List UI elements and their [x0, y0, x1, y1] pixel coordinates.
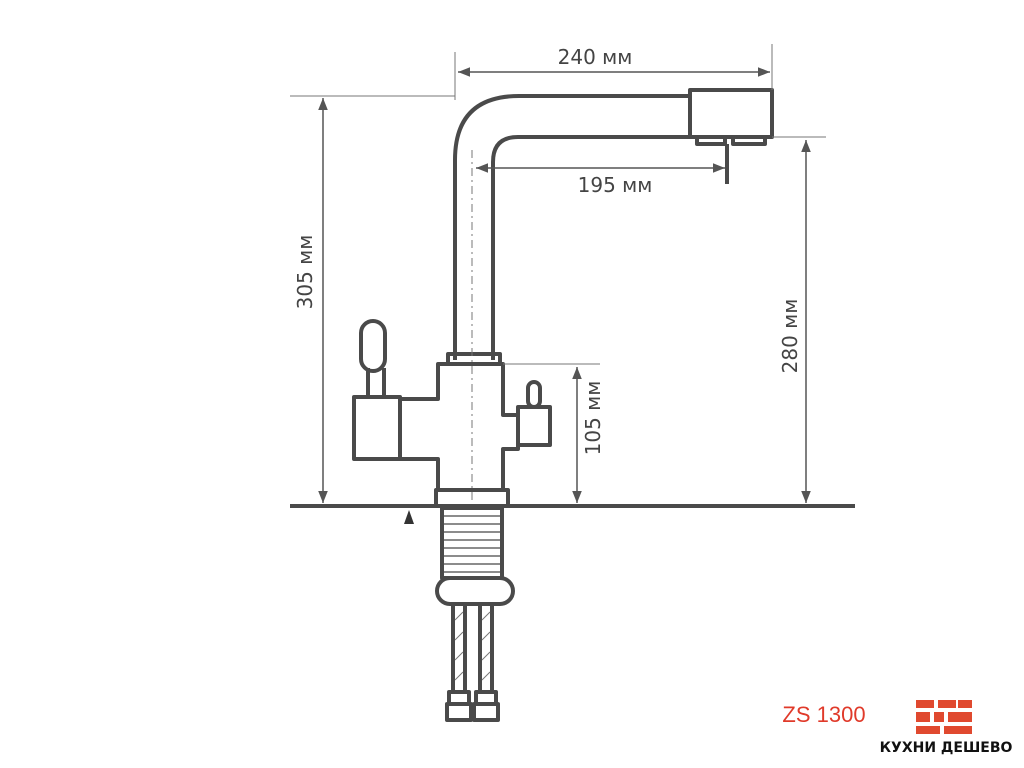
dimension-lines: [318, 67, 811, 503]
shank-nut: [435, 576, 515, 606]
hose-fitting-left: [445, 690, 473, 722]
brand-name: КУХНИ ДЕШЕВО: [880, 740, 1013, 756]
spout-nozzles: [695, 137, 767, 146]
dim-label-280: 280 мм: [778, 299, 802, 374]
extension-lines: [290, 44, 826, 365]
model-code: ZS 1300: [782, 702, 865, 727]
faucet-outline: [352, 88, 774, 722]
hose-braid: [454, 611, 491, 681]
threaded-shank: [440, 506, 504, 580]
dim-label-195: 195 мм: [578, 173, 653, 197]
left-handle-block: [352, 395, 402, 461]
countertop-arrow: [404, 510, 414, 524]
dim-label-105: 105 мм: [581, 381, 605, 456]
hose-left: [451, 602, 467, 694]
right-handle-block: [516, 405, 552, 447]
left-handle-knob: [359, 319, 387, 373]
main-body: [398, 362, 520, 492]
right-handle-lever: [526, 380, 542, 409]
hose-fitting-right: [472, 690, 500, 722]
brand-logo-icon: [916, 700, 972, 734]
shank-threads: [444, 515, 500, 573]
spout: [453, 94, 692, 360]
spout-head: [688, 88, 774, 139]
dim-label-305: 305 мм: [293, 235, 317, 310]
hose-right: [478, 602, 494, 694]
dim-label-240: 240 мм: [558, 45, 633, 69]
brand-logo: КУХНИ ДЕШЕВО: [880, 700, 1013, 756]
